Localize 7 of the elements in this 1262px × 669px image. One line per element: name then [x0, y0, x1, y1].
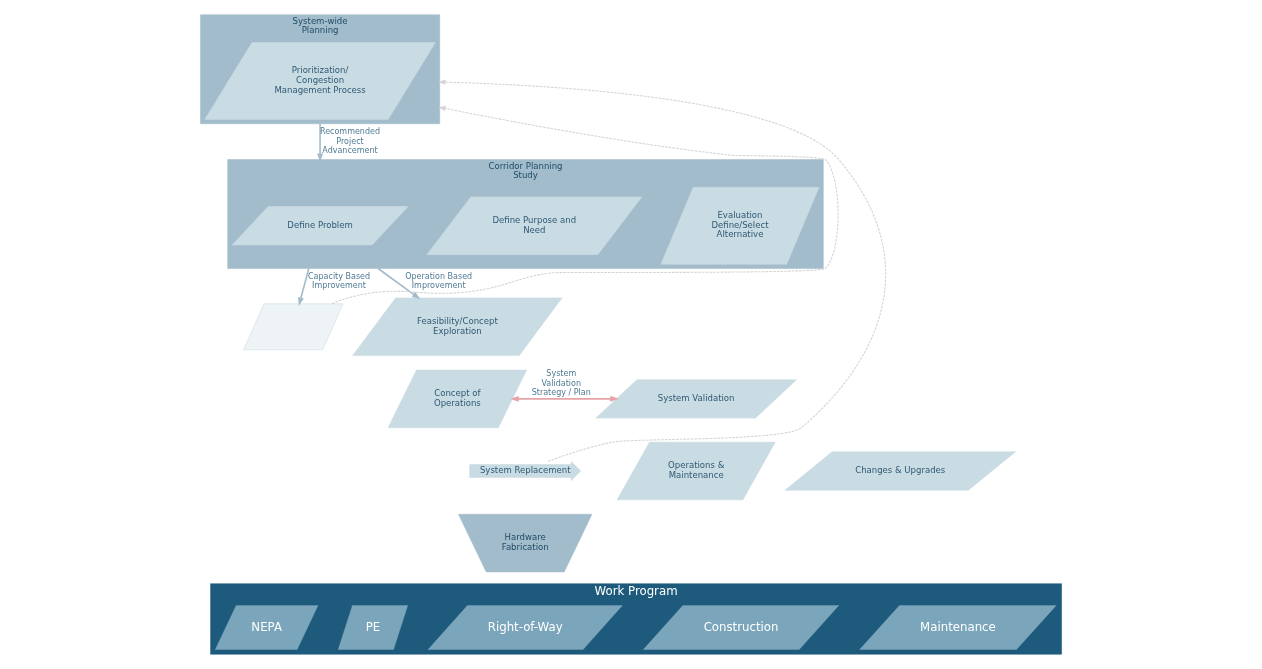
arrow: [438, 79, 887, 462]
arrow: [298, 267, 310, 306]
arrow: [510, 395, 619, 402]
arrow: [317, 122, 324, 162]
node-box: [243, 303, 344, 350]
arrow: [331, 105, 839, 305]
arrow: [377, 267, 421, 300]
